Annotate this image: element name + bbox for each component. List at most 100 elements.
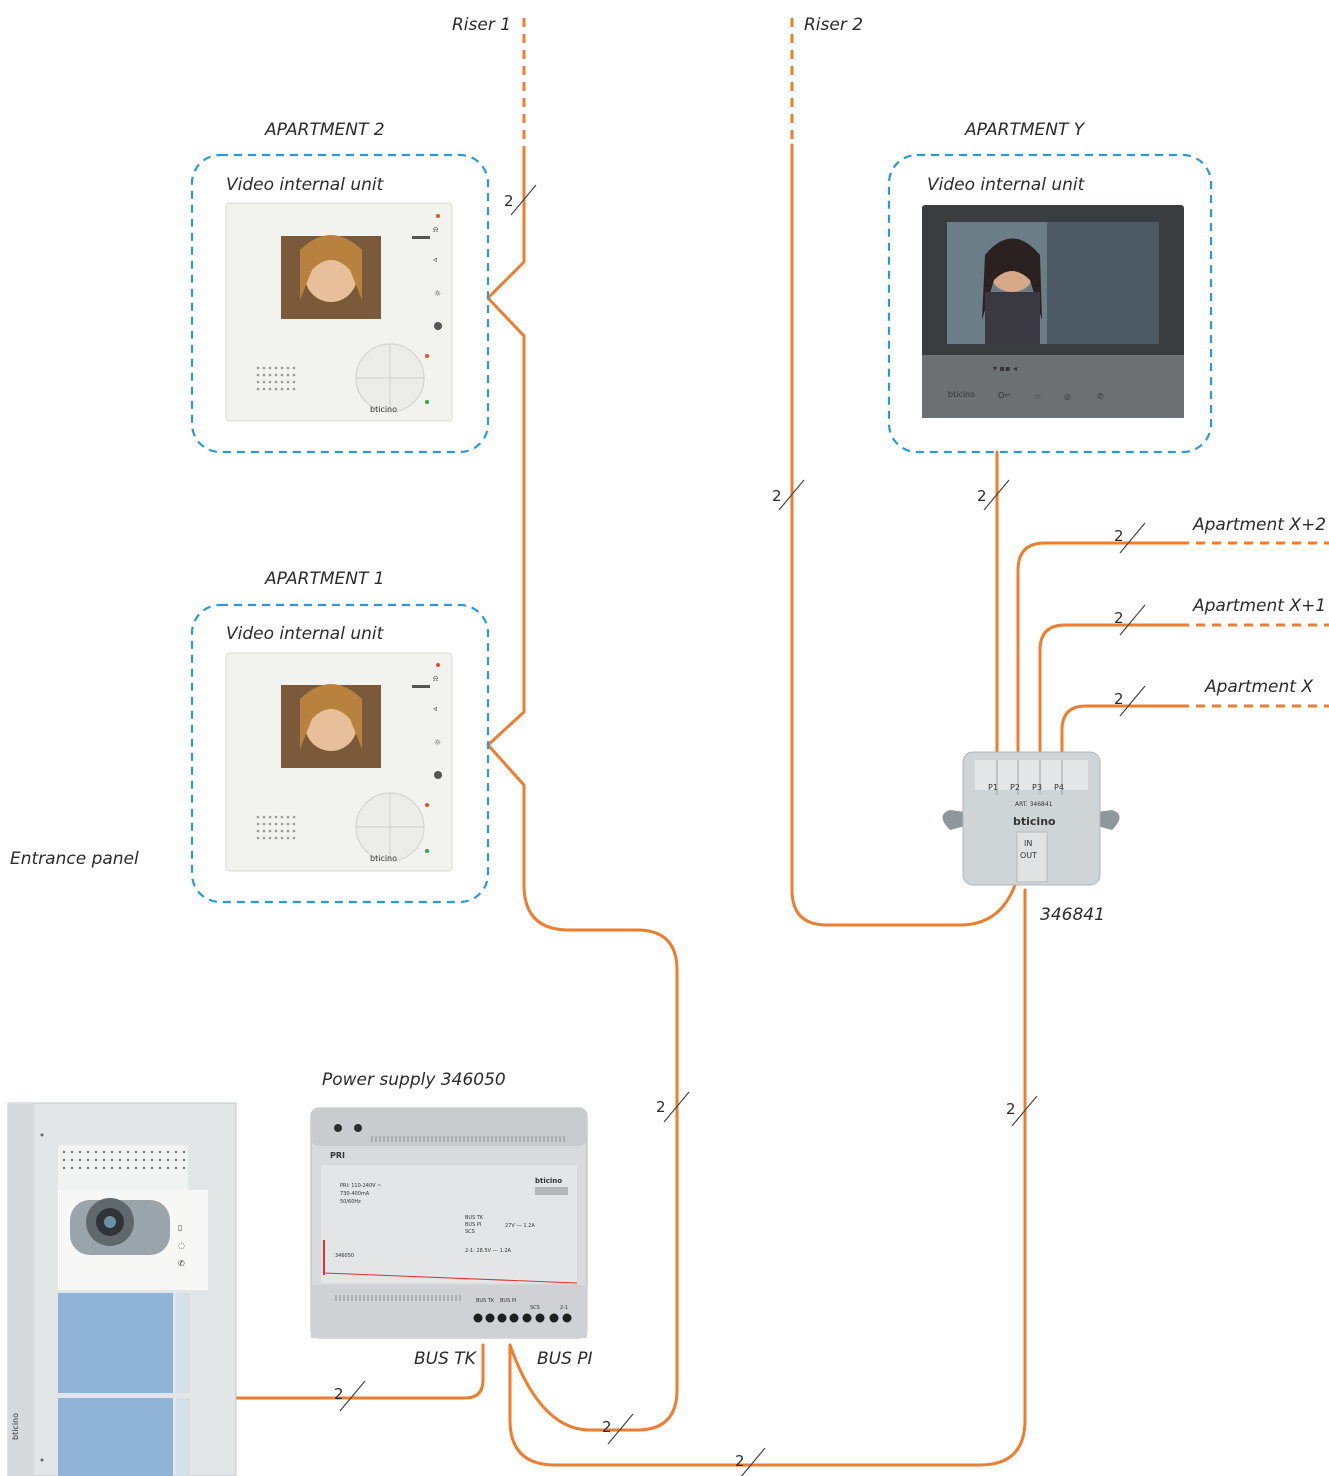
video-internal-unit-classe: ▾ ▪▪ ◂ bticino O⌐ ☆ ◎ ✆ (922, 205, 1184, 418)
tick-x2: 2 (1114, 522, 1146, 554)
power-supply-label: Power supply 346050 (322, 1070, 506, 1090)
volume-icon: ◃ (433, 255, 437, 264)
tick-apartment-y: 2 (977, 479, 1010, 511)
wire-count-marks: 2 2 2 2 2 2 2 2 2 2 2 (334, 184, 1146, 1476)
svg-text:2: 2 (977, 487, 987, 505)
spec-line: 730-400mA (340, 1191, 370, 1197)
apartment-title: APARTMENT Y (964, 120, 1086, 140)
tick-bus-pi: 2 (602, 1413, 634, 1445)
entrance-panel-label: Entrance panel (10, 849, 139, 869)
settings-icon: ☼ (434, 738, 441, 747)
door-icon: ▯ (178, 1223, 182, 1232)
apartment-border (190, 153, 490, 454)
speaker-grille (256, 366, 296, 391)
status-leds: ▾ ▪▪ ◂ (993, 364, 1017, 373)
apartment-2: APARTMENT 2 Video internal unit ⍾ ◃ ☼ (190, 120, 490, 454)
art-text: ART. 346841 (1015, 801, 1053, 808)
unit-brand: bticino (370, 854, 397, 863)
entrance-panel-wire (233, 1343, 485, 1400)
model-code: 346050 (335, 1253, 354, 1259)
distributor-346841: P1 P2 P3 P4 ART. 346841 bticino IN OUT (942, 751, 1120, 886)
camera-cycle-icon: ◎ (1064, 392, 1071, 401)
branch-x1-wire (1038, 623, 1182, 762)
terminal-label: BUS PI (500, 1298, 516, 1304)
aux-rating: 2-1: 28.5V --- 1.2A (465, 1248, 512, 1254)
terminal-screws (473, 1313, 572, 1323)
branch-x2-wire (1016, 541, 1182, 762)
tick-riser1-lower: 2 (656, 1091, 690, 1123)
out-label: OUT (1020, 851, 1037, 860)
terminal-label: 2-1 (560, 1305, 568, 1311)
unit-label: Video internal unit (226, 175, 385, 195)
handset-icon: ✆ (1097, 392, 1104, 401)
svg-text:2: 2 (334, 1385, 344, 1403)
svg-text:2: 2 (602, 1418, 612, 1436)
apartment-y: APARTMENT Y Video internal unit ▾ ▪▪ ◂ b… (887, 120, 1213, 454)
tick-distributor-out: 2 (1006, 1095, 1038, 1127)
port-label: P1 (988, 783, 998, 792)
riser2-label: Riser 2 (804, 15, 863, 35)
svg-text:2: 2 (735, 1452, 745, 1470)
alarm-icon: ⍾ (433, 225, 439, 234)
privacy-icon (434, 771, 442, 779)
call-icon: ✆ (178, 1259, 185, 1268)
unit-label: Video internal unit (927, 175, 1086, 195)
branch-x1-label: Apartment X+1 (1192, 596, 1326, 616)
distributor-out-wire (508, 888, 1027, 1467)
riser1-wire (486, 148, 679, 1432)
bus-rating: 27V --- 1.2A (505, 1223, 535, 1229)
branch-x-label: Apartment X (1204, 677, 1313, 697)
bus-line: BUS TK (465, 1215, 484, 1221)
call-button-2[interactable] (176, 1398, 190, 1476)
svg-text:2: 2 (656, 1098, 666, 1116)
distributor-brand: bticino (1013, 815, 1056, 828)
svg-text:2: 2 (504, 192, 514, 210)
tick-riser2: 2 (772, 479, 805, 511)
terminal-label: SCS (530, 1305, 540, 1311)
vent-slots-top (371, 1136, 565, 1142)
name-card-2 (58, 1398, 173, 1476)
svg-text:2: 2 (772, 487, 782, 505)
settings-icon: ☼ (434, 289, 441, 298)
bus-pi-label: BUS PI (537, 1349, 593, 1369)
bus-tk-label: BUS TK (414, 1349, 478, 1369)
spec-line: 50/60Hz (340, 1199, 361, 1205)
in-label: IN (1024, 839, 1032, 848)
name-card-1 (58, 1293, 173, 1393)
video-internal-unit-classic: ⍾ ◃ ☼ bticino (225, 202, 453, 422)
call-button-1[interactable] (176, 1293, 190, 1393)
alarm-icon: ⍾ (433, 674, 439, 683)
distributor-code-label: 346841 (1040, 905, 1105, 925)
riser2-wire (790, 143, 1017, 927)
wires (233, 18, 1329, 1467)
pri-label: PRI (330, 1151, 345, 1160)
unit-brand: bticino (370, 405, 397, 414)
tick-bottom: 2 (735, 1447, 766, 1476)
key-icon: O⌐ (998, 391, 1011, 400)
tick-x: 2 (1114, 685, 1146, 717)
terminal-label: BUS TK (476, 1298, 495, 1304)
port-label: P3 (1032, 783, 1042, 792)
power-supply-brand: bticino (535, 1177, 562, 1185)
speaker-grille (256, 815, 296, 840)
star-icon: ☆ (1034, 392, 1041, 401)
svg-text:2: 2 (1006, 1100, 1016, 1118)
unit-brand: bticino (948, 390, 975, 399)
tick-x1: 2 (1114, 604, 1146, 636)
branch-x2-label: Apartment X+2 (1192, 515, 1326, 535)
unit-label: Video internal unit (226, 624, 385, 644)
entrance-panel: ▯ ◌ ✆ bticino (7, 1102, 237, 1476)
listen-icon: ◌ (178, 1241, 185, 1250)
apartment-title: APARTMENT 1 (264, 569, 385, 589)
port-label: P2 (1010, 783, 1020, 792)
tick-riser1: 2 (504, 184, 537, 216)
volume-icon: ◃ (433, 704, 437, 713)
svg-text:2: 2 (1114, 609, 1124, 627)
bus-line: BUS PI (465, 1222, 481, 1228)
power-supply-346050: PRI PRI: 110-240V ~ 730-400mA 50/60Hz BU… (310, 1107, 588, 1339)
privacy-icon (434, 322, 442, 330)
svg-text:2: 2 (1114, 690, 1124, 708)
panel-brand: bticino (11, 1413, 20, 1440)
apartment-border (190, 603, 490, 904)
